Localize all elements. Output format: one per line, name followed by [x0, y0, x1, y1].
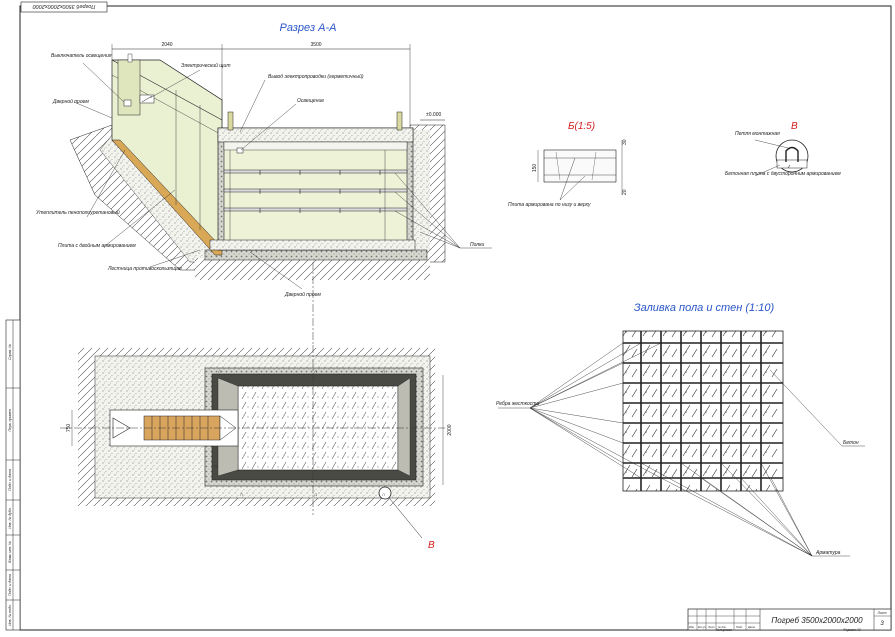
- left-strip: Справ. № Перв. примен. Инв. № подл. Подп…: [5, 319, 21, 631]
- callout-concrete: Бетон: [843, 440, 859, 446]
- section-aa: 2040 3500 ±0.000: [69, 42, 446, 345]
- strip-ref: Справ. №: [8, 344, 12, 360]
- detail-b-h1: 150: [532, 164, 538, 173]
- tb-sheet-label: Лист: [876, 611, 886, 615]
- callout-panel: Электрический щит: [181, 62, 230, 69]
- callout-switch: Выключатель освещения: [51, 53, 112, 59]
- tb-copied: Копировал: [716, 628, 732, 632]
- plan-view: ∩ ∩ ∩ ∩ ∩ ∩ ∩ 2000 750 В: [60, 345, 453, 551]
- strip-sign: Подп. и дата: [8, 574, 12, 596]
- plan-marker: В: [428, 540, 435, 551]
- loop-4: ∩: [214, 464, 218, 470]
- title-block: Изм. Кол.уч Лист № док. Подп. Дата Погре…: [687, 608, 892, 632]
- callout-loop: Петля монтажная: [735, 131, 780, 137]
- callout-lighting: Освещение: [297, 98, 324, 104]
- loop-2: ∩: [314, 369, 318, 375]
- section-callouts: Выключатель освещения Дверной проем Элек…: [36, 53, 492, 298]
- callout-shelves: Полки: [470, 242, 484, 248]
- tb-col-izm: Изм.: [689, 625, 695, 629]
- pour-title: Заливка пола и стен (1:10): [634, 302, 775, 314]
- sheet-frame: [19, 5, 892, 631]
- top-stamp: Погреб 3500x2000x2000: [20, 1, 108, 13]
- callout-plate-note: Плита армирована по низу и верху: [508, 202, 591, 208]
- callout-insulation: Утеплитель пенополиуретановый: [36, 209, 120, 216]
- tb-col-list: Лист: [707, 625, 716, 629]
- tb-col-data: Дата: [747, 625, 755, 629]
- strip-inv: Инв. № подл.: [8, 604, 12, 626]
- strip-dup: Инв. № дубл.: [8, 507, 12, 529]
- detail-b: 150 30 20 Плита армирована по низу и вер…: [508, 139, 628, 208]
- callout-wiring: Вывод электропроводки (герметичный): [268, 73, 364, 80]
- plan-dim-750: 750: [66, 424, 72, 433]
- detail-v: Петля монтажная Бетонная плита с двустор…: [725, 131, 841, 177]
- detail-b-h3: 20: [622, 189, 628, 195]
- tb-col-podp: Подп.: [736, 625, 743, 629]
- callout-door: Дверной проем: [52, 98, 89, 105]
- level-mark: ±0.000: [426, 112, 441, 118]
- callout-rebar: Арматура: [815, 550, 841, 556]
- shelves: [223, 150, 408, 244]
- strip-first: Перв. примен.: [8, 408, 12, 431]
- callout-concrete-slab: Бетонная плита с двусторонним армировани…: [725, 171, 841, 177]
- tb-sheet-no: 3: [880, 621, 884, 627]
- tb-format: Формат А3: [843, 628, 861, 632]
- loop-5: ∩: [240, 492, 244, 498]
- plan-dim-2000: 2000: [447, 424, 453, 435]
- detail-v-title: В: [791, 121, 798, 132]
- loop-3: ∩: [382, 369, 386, 375]
- tb-title: Погреб 3500x2000x2000: [771, 616, 863, 625]
- loop-1: ∩: [218, 369, 222, 375]
- pour-detail: Ребра жесткости Арматура Бетон: [496, 330, 865, 557]
- loop-6: ∩: [314, 492, 318, 498]
- dim-3500: 3500: [310, 42, 321, 48]
- strip-replace: Взам. инв. №: [8, 541, 12, 563]
- tb-col-doc: № док.: [718, 625, 727, 629]
- loop-7: ∩: [382, 492, 386, 498]
- dim-2040: 2040: [161, 42, 172, 48]
- callout-door-bottom: Дверной проем: [284, 291, 321, 298]
- stamp-text: Погреб 3500x2000x2000: [32, 3, 96, 9]
- callout-slab: Плита с двойным армированием: [58, 242, 136, 249]
- tb-col-kol: Кол.уч: [698, 625, 706, 629]
- detail-b-title: Б(1:5): [568, 121, 595, 132]
- detail-b-h2: 30: [622, 139, 628, 145]
- section-title: Разрез А-А: [280, 22, 337, 34]
- callout-stair: Лестница противоскользящая: [107, 266, 182, 272]
- callout-ribs: Ребра жесткости: [496, 401, 539, 407]
- strip-sign2: Подп. и дата: [8, 469, 12, 491]
